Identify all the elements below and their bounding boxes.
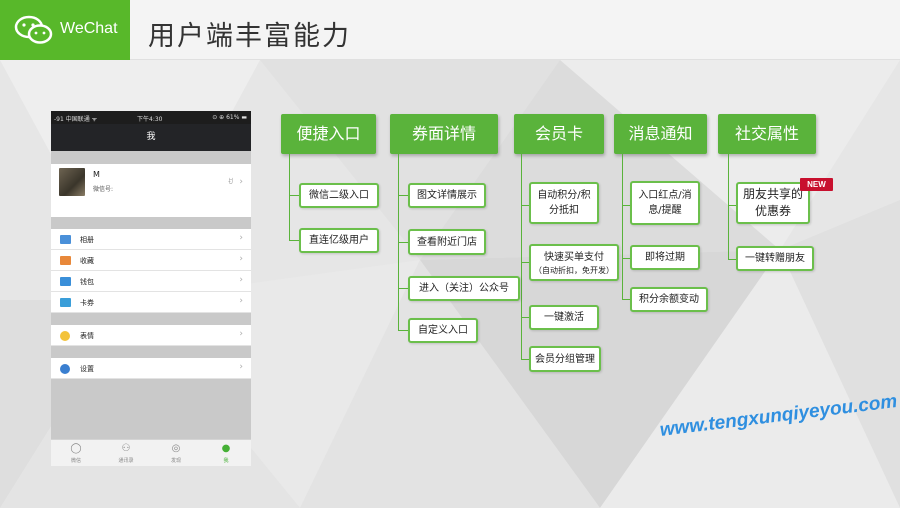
menu-item-label: 相册	[80, 236, 94, 244]
connector-line	[398, 195, 408, 196]
person-icon: ●	[221, 443, 231, 454]
menu-item-label: 收藏	[80, 257, 94, 265]
chevron-right-icon: ›	[239, 362, 243, 372]
menu-group-3: 设置 ›	[51, 358, 251, 379]
status-time: 下午4:30	[137, 116, 163, 123]
menu-item-album[interactable]: 相册 ›	[51, 229, 251, 250]
feature-item-quick-pay: 快速买单支付 （自动折扣，免开发）	[529, 244, 619, 281]
feature-item: 积分余额变动	[630, 287, 708, 312]
wechat-logo: WeChat	[0, 0, 130, 60]
feature-item: 进入（关注）公众号	[408, 276, 520, 301]
connector-line	[728, 259, 736, 260]
category-notifications: 消息通知	[614, 114, 707, 154]
chat-bubble-icon: ◯	[70, 443, 82, 454]
qr-code-icon: ꀀ	[227, 178, 233, 186]
album-icon	[60, 235, 71, 244]
menu-item-wallet[interactable]: 钱包 ›	[51, 271, 251, 292]
category-membership-card: 会员卡	[514, 114, 604, 154]
profile-row[interactable]: M 微信号: ꀀ ›	[51, 151, 251, 217]
feature-item: 自定义入口	[408, 318, 478, 343]
favorites-icon	[60, 256, 71, 265]
chevron-right-icon: ›	[239, 233, 243, 243]
connector-line	[289, 240, 299, 241]
menu-group-2: 表情 ›	[51, 325, 251, 346]
connector-line	[521, 154, 522, 359]
menu-item-settings[interactable]: 设置 ›	[51, 358, 251, 379]
connector-line	[728, 205, 736, 206]
feature-item: 一键转赠朋友	[736, 246, 814, 271]
wechat-icon	[14, 15, 53, 44]
connector-line	[622, 205, 630, 206]
new-badge: NEW	[800, 178, 833, 191]
slide-header: WeChat 用户端丰富能力	[0, 0, 900, 60]
connector-line	[728, 154, 729, 259]
connector-line	[622, 258, 630, 259]
connector-line	[622, 154, 623, 299]
carrier-label: -91 中国联通 ᯤ	[54, 116, 98, 123]
tab-label: 发现	[170, 458, 181, 464]
feature-item-label: 快速买单支付	[544, 251, 604, 263]
category-social: 社交属性	[718, 114, 816, 154]
menu-item-stickers[interactable]: 表情 ›	[51, 325, 251, 346]
chevron-right-icon: ›	[239, 296, 243, 306]
feature-item-note: （自动折扣，免开发）	[534, 265, 614, 275]
chevron-right-icon: ›	[239, 254, 243, 264]
feature-item: 一键激活	[529, 305, 599, 330]
tab-label: 通讯录	[118, 458, 134, 464]
feature-item: 入口红点/消息/提醒	[630, 181, 700, 225]
connector-line	[289, 154, 290, 240]
wechat-id-label: 微信号:	[93, 186, 114, 193]
tab-chats[interactable]: ◯ 微信	[51, 443, 101, 464]
category-coupon-details: 券面详情	[390, 114, 498, 154]
profile-name: M	[93, 170, 100, 179]
wallet-icon	[60, 277, 71, 286]
menu-item-label: 表情	[80, 332, 94, 340]
chevron-right-icon: ›	[239, 177, 243, 187]
feature-item: 朋友共享的优惠券	[736, 182, 810, 224]
connector-line	[398, 288, 408, 289]
connector-line	[521, 205, 529, 206]
compass-icon: ◎	[171, 443, 181, 454]
feature-item: 自动积分/积分抵扣	[529, 182, 599, 224]
menu-item-label: 钱包	[80, 278, 94, 286]
status-bar: -91 中国联通 ᯤ 下午4:30 ⊙ ⊕ 61% ▬	[51, 111, 251, 124]
feature-item: 微信二级入口	[299, 183, 379, 208]
connector-line	[521, 317, 529, 318]
avatar	[59, 168, 85, 196]
tab-contacts[interactable]: ⚇ 通讯录	[101, 443, 151, 464]
sticker-icon	[60, 331, 70, 341]
chevron-right-icon: ›	[239, 329, 243, 339]
battery-indicator: ⊙ ⊕ 61% ▬	[212, 114, 247, 121]
nav-title: 我	[51, 124, 251, 151]
connector-line	[398, 330, 408, 331]
cards-icon	[60, 298, 71, 307]
feature-item: 查看附近门店	[408, 229, 486, 255]
contacts-icon: ⚇	[121, 443, 131, 454]
feature-item: 图文详情展示	[408, 183, 486, 208]
connector-line	[398, 242, 408, 243]
menu-item-label: 设置	[80, 365, 94, 373]
menu-item-favorites[interactable]: 收藏 ›	[51, 250, 251, 271]
chevron-right-icon: ›	[239, 275, 243, 285]
tab-label: 我	[223, 458, 229, 464]
tab-me[interactable]: ●我	[201, 443, 251, 464]
bottom-tab-bar: ◯微信 ⚇通讯录 ◎发现 ●我	[51, 439, 251, 466]
connector-line	[622, 299, 630, 300]
menu-group-1: 相册 › 收藏 › 钱包 › 卡券 ›	[51, 229, 251, 313]
phone-screenshot: -91 中国联通 ᯤ 下午4:30 ⊙ ⊕ 61% ▬ 我 M 微信号: ꀀ ›…	[51, 111, 251, 466]
settings-gear-icon	[60, 364, 70, 374]
tab-discover[interactable]: ◎ 发现	[151, 443, 201, 464]
category-quick-entry: 便捷入口	[281, 114, 376, 154]
page-title: 用户端丰富能力	[148, 21, 351, 52]
connector-line	[289, 195, 299, 196]
feature-item: 直连亿级用户	[299, 228, 379, 253]
menu-item-cards[interactable]: 卡券 ›	[51, 292, 251, 313]
menu-item-label: 卡券	[80, 299, 94, 307]
feature-item: 即将过期	[630, 245, 700, 270]
connector-line	[521, 262, 529, 263]
connector-line	[521, 359, 529, 360]
feature-item: 会员分组管理	[529, 346, 601, 372]
tab-label: 微信	[70, 458, 81, 464]
brand-name: WeChat	[60, 20, 118, 37]
